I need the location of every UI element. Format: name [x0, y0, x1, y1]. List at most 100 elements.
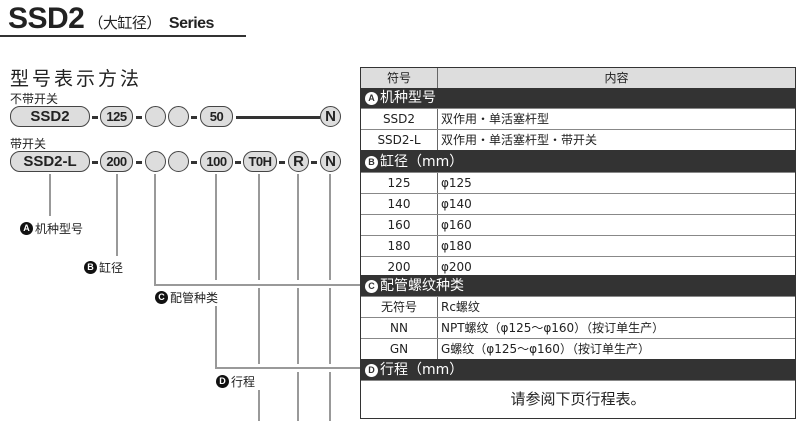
code-r: R: [288, 151, 309, 172]
connector-line: [49, 174, 51, 216]
cell: 无符号: [361, 297, 438, 317]
connector-line: [215, 367, 360, 369]
cell: φ125: [441, 176, 472, 190]
cell: 180: [361, 236, 438, 256]
dash-separator: [279, 161, 285, 164]
connector-line: [329, 288, 331, 364]
connector-line: [258, 390, 260, 421]
connector-line: [329, 372, 331, 421]
cell: 行程（mm）: [380, 362, 464, 378]
cell: NN: [361, 318, 438, 338]
badge-icon: A: [20, 222, 33, 235]
dash-separator: [136, 116, 142, 119]
cell: 200: [361, 257, 438, 277]
cell: SSD2-L: [361, 130, 438, 150]
connector-line: [329, 174, 331, 280]
badge-icon: B: [365, 155, 378, 169]
cell: φ160: [441, 218, 472, 232]
dash-separator: [191, 161, 197, 164]
cell: 缸径: [99, 261, 124, 275]
cell: 机种型号: [35, 222, 84, 236]
section-title: 型号表示方法: [10, 68, 143, 90]
stroke-note: 请参阅下页行程表。: [361, 380, 795, 418]
cell: φ180: [441, 239, 472, 253]
cell: GN: [361, 339, 438, 359]
title-underline: [0, 35, 246, 37]
cell: SSD2: [361, 109, 438, 129]
cell: 符号: [361, 68, 438, 88]
connector-line: [297, 174, 299, 280]
badge-icon: C: [155, 291, 168, 304]
connector-line: [154, 284, 360, 286]
cell: φ140: [441, 197, 472, 211]
dash-separator: [311, 161, 317, 164]
code-bore: 200: [100, 151, 133, 172]
code-stroke: 100: [200, 151, 233, 172]
cell: 160: [361, 215, 438, 235]
page-title: SSD2（大缸径） Series: [8, 2, 214, 36]
cell: φ200: [441, 260, 472, 274]
cell: 双作用・单活塞杆型・带开关: [441, 133, 598, 147]
cell: Rc螺纹: [441, 300, 480, 314]
cell: （大缸径）: [88, 15, 161, 32]
dash-separator: [191, 116, 197, 119]
cell: 内容: [604, 71, 629, 85]
badge-icon: D: [216, 375, 229, 388]
dash-separator: [235, 161, 241, 164]
connector-line: [116, 174, 118, 256]
code-switch: T0H: [243, 151, 277, 172]
cell: 缸径（mm）: [380, 154, 464, 170]
code-model: SSD2: [10, 106, 90, 127]
cell: 机种型号: [380, 90, 436, 106]
cell: [236, 116, 320, 119]
badge-icon: B: [84, 261, 97, 274]
code-blank: [168, 151, 189, 172]
dash-separator: [136, 161, 142, 164]
code-blank: [168, 106, 189, 127]
cell: 140: [361, 194, 438, 214]
connector-line: [297, 288, 299, 364]
dash-separator: [92, 116, 98, 119]
badge-icon: D: [365, 363, 378, 377]
dash-separator: [92, 161, 98, 164]
connector-line: [154, 174, 156, 285]
code-bore: 125: [100, 106, 133, 127]
code-stroke: 50: [200, 106, 233, 127]
connector-line: [297, 372, 299, 421]
connector-line: [215, 174, 217, 280]
cell: SSD2: [8, 2, 85, 35]
code-blank: [145, 106, 166, 127]
code-model: SSD2-L: [10, 151, 90, 172]
cell: Series: [168, 15, 215, 32]
cell: 双作用・单活塞杆型: [441, 112, 550, 126]
cell: 配管螺纹种类: [380, 278, 464, 294]
without-switch-label: 不带开关: [10, 92, 59, 106]
table-header: 符号 内容: [361, 68, 795, 88]
cell: NPT螺纹（φ125～φ160）（按订单生产）: [441, 321, 665, 335]
connector-line: [258, 288, 260, 364]
code-option: N: [320, 151, 341, 172]
with-switch-label: 带开关: [10, 137, 47, 151]
cell: 配管种类: [170, 291, 219, 305]
